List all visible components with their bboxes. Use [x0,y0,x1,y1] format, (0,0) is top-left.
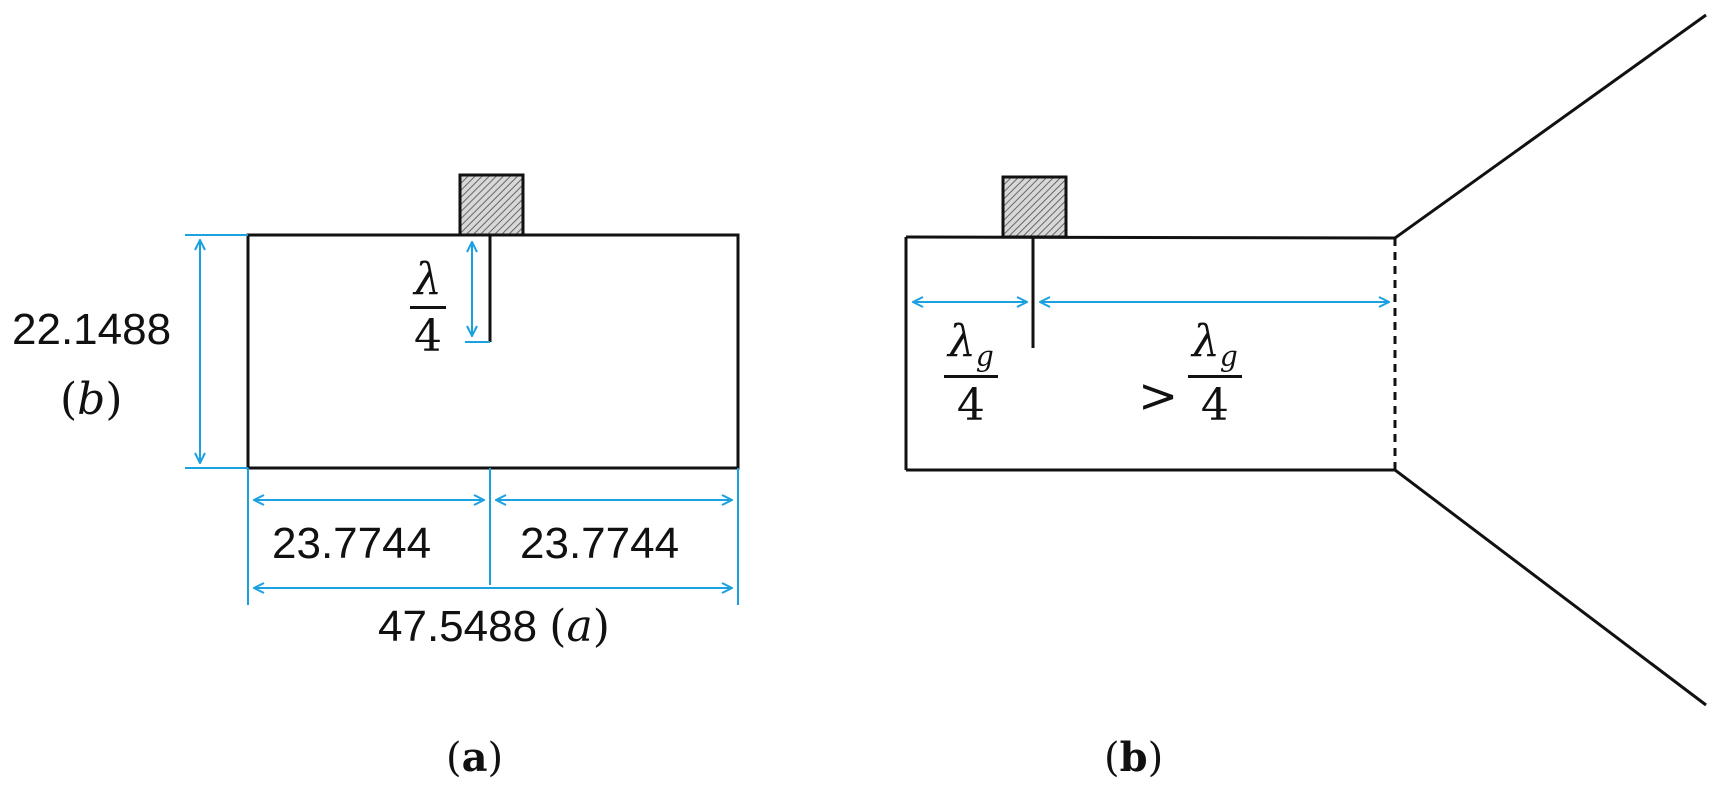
waveguide-top-wall [905,235,1396,240]
height-value-label: 22.1488 [12,305,172,354]
probe-length-fraction-a: λ 4 [410,258,446,359]
full-width-symbol: a [566,601,593,652]
horn-lower-flare [1394,468,1707,707]
waveguide-cross-section [246,233,740,470]
connector-block-b [1001,175,1068,239]
probe-offset-fraction-b: λg 4 [944,320,998,428]
height-symbol: b [77,374,106,425]
greater-than-symbol: > [1138,368,1179,424]
fraction-bar [1188,374,1242,378]
fraction-denominator: 4 [1200,379,1229,431]
panel-b-diagram [904,13,1707,707]
panel-a-label: (a) [446,734,504,781]
panel-b-letter: b [1119,734,1148,781]
fraction-bar [410,306,446,309]
full-width-value: 47.5488 [378,602,538,651]
panel-b-label: (b) [1104,734,1164,781]
fraction-bar [944,374,998,378]
fraction-numerator: λg [1192,316,1238,373]
full-width-label: 47.5488 (a) [378,601,610,652]
dimension-lines-a [185,234,739,605]
fraction-numerator: λg [948,316,994,373]
fraction-denominator: 4 [413,311,442,362]
fraction-denominator: 4 [956,379,985,431]
panel-a-diagram [185,173,740,605]
half-width-right-label: 23.7744 [520,519,680,568]
connector-block-a [458,173,525,237]
height-symbol-label: (b) [60,374,123,425]
half-width-left-label: 23.7744 [272,519,432,568]
aperture-distance-fraction-b: λg 4 [1188,320,1242,428]
fraction-numerator: λ [414,254,442,305]
horn-upper-flare [1394,13,1707,240]
panel-a-letter: a [461,734,488,781]
